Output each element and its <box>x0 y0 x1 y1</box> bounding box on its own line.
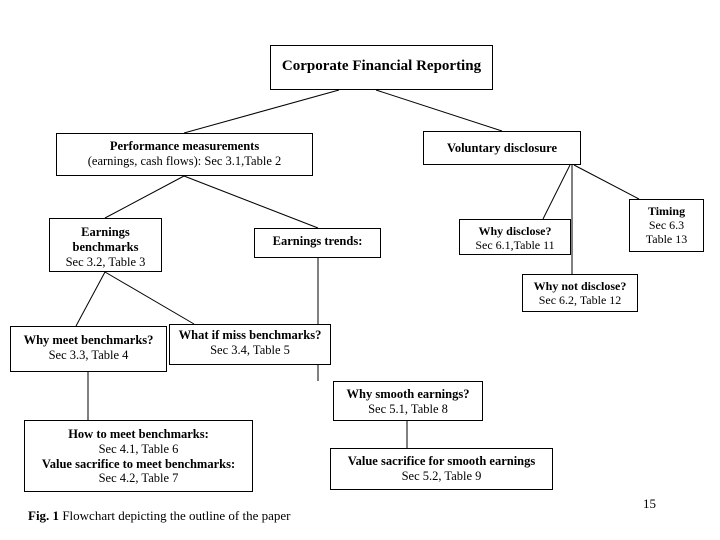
node-timing[interactable]: Timing Sec 6.3 Table 13 <box>629 199 704 252</box>
node-corporate-financial-reporting[interactable]: Corporate Financial Reporting <box>270 45 493 90</box>
node-earnings-trends[interactable]: Earnings trends: <box>254 228 381 258</box>
node-line: Sec 4.1, Table 6 <box>98 441 179 456</box>
node-earnings-benchmarks[interactable]: Earnings benchmarks Sec 3.2, Table 3 <box>49 218 162 272</box>
node-line: Sec 3.4, Table 5 <box>210 342 290 357</box>
node-how-to-meet-benchmarks[interactable]: How to meet benchmarks: Sec 4.1, Table 6… <box>24 420 253 492</box>
node-line: Sec 5.1, Table 8 <box>368 401 448 416</box>
node-line: What if miss benchmarks? <box>178 328 322 342</box>
edge-root-voluntary <box>375 89 503 132</box>
node-line: benchmarks <box>72 239 139 254</box>
edge-performance-earnings-benchmarks <box>104 175 185 219</box>
node-line: Why meet benchmarks? <box>23 333 154 347</box>
node-why-meet-benchmarks[interactable]: Why meet benchmarks? Sec 3.3, Table 4 <box>10 326 167 372</box>
node-line: Sec 4.2, Table 7 <box>98 471 179 486</box>
node-line: Earnings trends: <box>272 234 363 248</box>
edge-performance-earnings-trends <box>183 175 319 229</box>
node-line: Sec 3.3, Table 4 <box>48 347 129 362</box>
edge-root-performance <box>183 89 340 134</box>
node-line: (earnings, cash flows): Sec 3.1,Table 2 <box>87 153 282 168</box>
node-line: Value sacrifice for smooth earnings <box>347 454 536 468</box>
node-why-smooth-earnings[interactable]: Why smooth earnings? Sec 5.1, Table 8 <box>333 381 483 421</box>
node-line: Value sacrifice to meet benchmarks: <box>41 456 236 471</box>
node-line: Sec 5.2, Table 9 <box>401 468 482 483</box>
node-line: Why smooth earnings? <box>346 387 470 401</box>
figure-caption: Fig. 1 Flowchart depicting the outline o… <box>28 508 290 524</box>
node-line: Performance measurements <box>109 139 260 153</box>
node-line: Table 13 <box>645 232 688 247</box>
node-value-sacrifice-for-smooth-earnings[interactable]: Value sacrifice for smooth earnings Sec … <box>330 448 553 490</box>
figure-caption-text: Flowchart depicting the outline of the p… <box>62 508 291 523</box>
node-line: Why not disclose? <box>533 279 627 293</box>
node-line: Sec 3.2, Table 3 <box>65 254 146 269</box>
node-line: Voluntary disclosure <box>446 141 558 155</box>
figure-caption-label: Fig. 1 <box>28 508 60 523</box>
node-line: Earnings <box>81 225 130 239</box>
edge-voluntary-why-disclose <box>542 164 571 220</box>
node-line: Sec 6.3 <box>648 218 685 233</box>
node-line: Timing <box>647 204 686 218</box>
node-line: Sec 6.1,Table 11 <box>475 238 555 253</box>
node-why-not-disclose[interactable]: Why not disclose? Sec 6.2, Table 12 <box>522 274 638 312</box>
node-line: Sec 6.2, Table 12 <box>538 293 622 308</box>
edge-voluntary-timing <box>573 164 640 200</box>
page-number: 15 <box>643 496 656 511</box>
edge-earnings-benchmarks-why-meet <box>75 271 106 327</box>
node-voluntary-disclosure[interactable]: Voluntary disclosure <box>423 131 581 165</box>
node-what-if-miss-benchmarks[interactable]: What if miss benchmarks? Sec 3.4, Table … <box>169 324 331 365</box>
node-performance-measurements[interactable]: Performance measurements (earnings, cash… <box>56 133 313 176</box>
node-line: Why disclose? <box>478 224 552 238</box>
node-line: Corporate Financial Reporting <box>281 58 482 74</box>
node-line: How to meet benchmarks: <box>68 427 209 441</box>
edge-earnings-benchmarks-what-if-miss <box>104 271 195 325</box>
node-why-disclose[interactable]: Why disclose? Sec 6.1,Table 11 <box>459 219 571 255</box>
